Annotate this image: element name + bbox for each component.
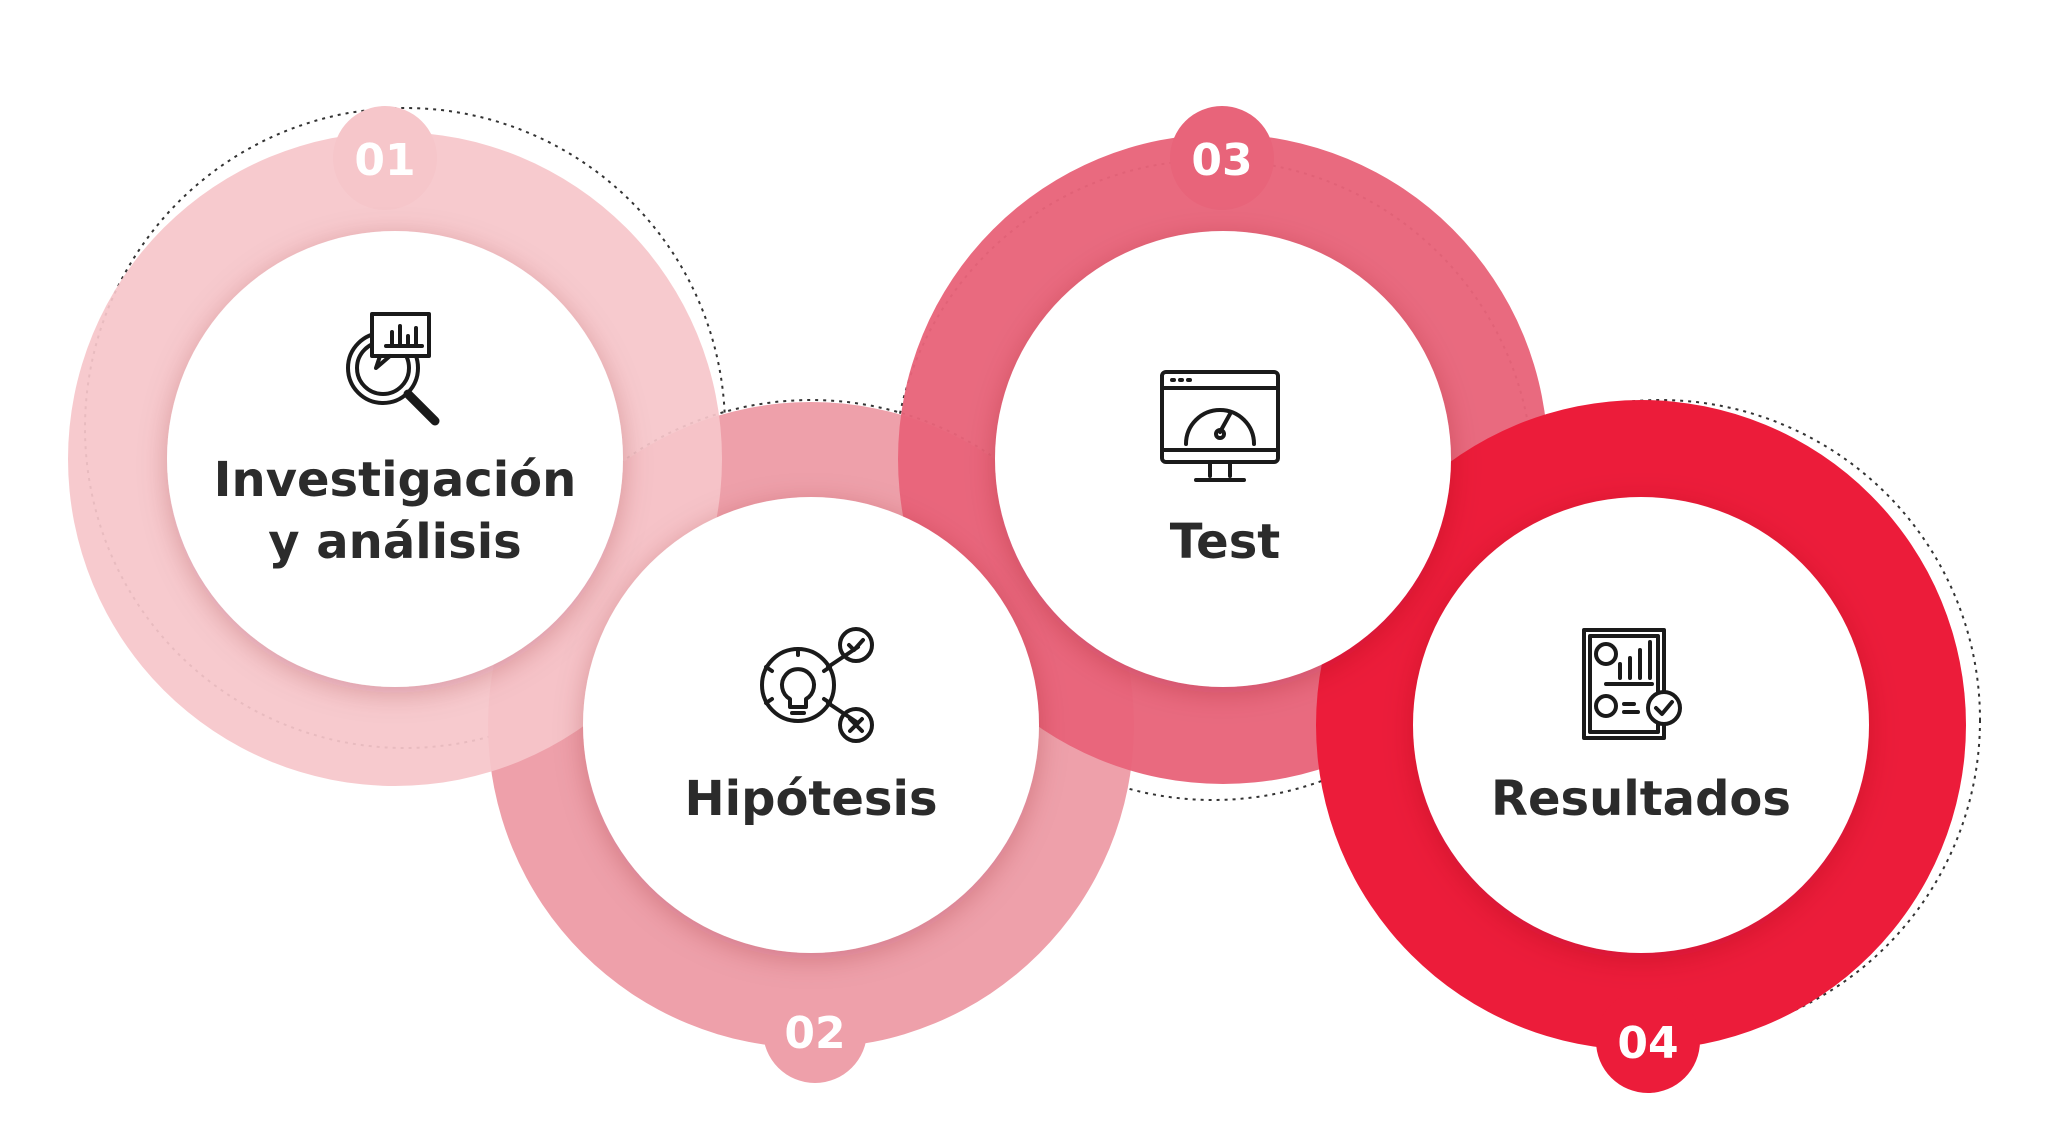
step-3-number: 03 bbox=[1191, 135, 1252, 186]
step-3-disc bbox=[995, 231, 1451, 687]
step-2-number: 02 bbox=[784, 1008, 845, 1059]
step-1-label-line2: y análisis bbox=[268, 514, 521, 570]
monitor-gauge-icon bbox=[1160, 370, 1280, 482]
step-2-label: Hipótesis bbox=[684, 771, 937, 827]
report-check-icon bbox=[1582, 628, 1682, 740]
step-3-label: Test bbox=[1170, 514, 1280, 570]
dashed-orbit-4 bbox=[1339, 399, 1981, 1041]
step-4-number: 04 bbox=[1617, 1018, 1678, 1069]
step-1-label-line1: Investigación bbox=[214, 452, 577, 508]
step-4-disc bbox=[1413, 497, 1869, 953]
step-1-number: 01 bbox=[354, 135, 415, 186]
lightbulb-network-icon bbox=[760, 627, 874, 743]
step-2-disc bbox=[583, 497, 1039, 953]
step-4-label: Resultados bbox=[1491, 771, 1791, 827]
magnifier-chart-icon bbox=[346, 312, 440, 426]
step-1-disc bbox=[167, 231, 623, 687]
